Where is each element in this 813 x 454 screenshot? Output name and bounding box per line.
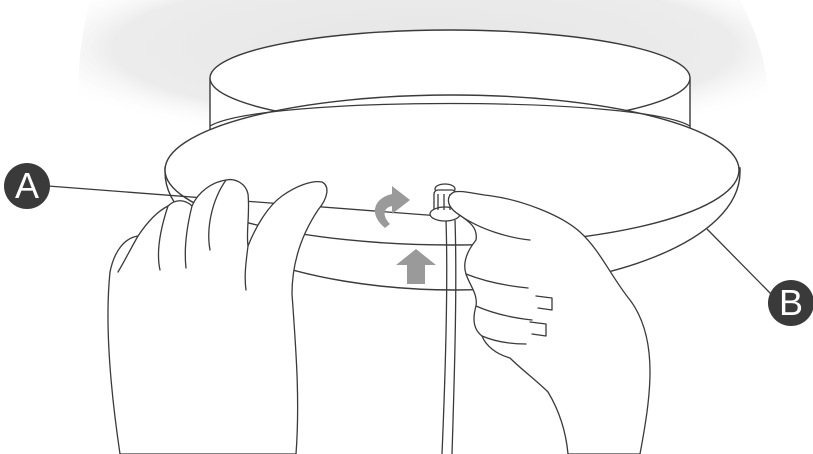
callout-b: B: [768, 280, 813, 326]
callout-a: A: [4, 163, 50, 209]
left-hand: [108, 180, 327, 454]
callout-a-label: A: [15, 168, 39, 204]
callout-b-leader: [707, 229, 771, 294]
callout-b-label: B: [779, 285, 803, 321]
